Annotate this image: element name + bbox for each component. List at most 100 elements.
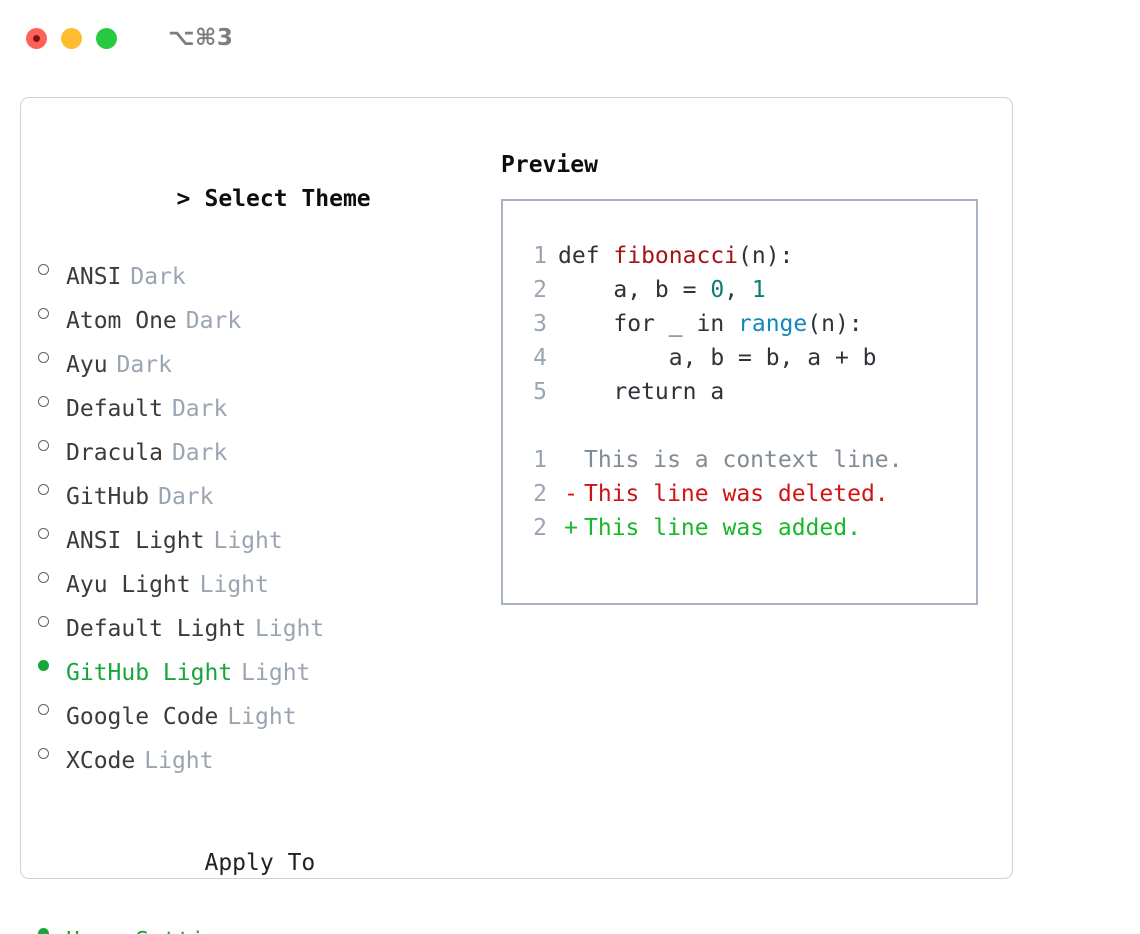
apply-to-title: Apply To [204, 850, 316, 876]
preview-gap [521, 409, 976, 443]
code-line-number: 2 [533, 277, 547, 303]
list-spacer [38, 778, 488, 812]
code-token-plain: a, b = b, a + b [558, 345, 877, 371]
theme-option-ayu-light[interactable]: Ayu Light Light [38, 558, 488, 602]
theme-option-label: Ayu [66, 352, 108, 378]
diff-marker: - [564, 481, 578, 507]
code-token-call: range [738, 311, 808, 337]
select-theme-heading: >Select Theme [38, 148, 488, 250]
theme-option-atom-one[interactable]: Atom One Dark [38, 294, 488, 338]
code-token-plain: return a [558, 379, 725, 405]
code-line: 2 a, b = 0, 1 [521, 273, 976, 307]
preview-heading: Preview [501, 152, 598, 178]
radio-unselected-icon [38, 294, 66, 328]
close-button-icon[interactable] [26, 27, 47, 49]
diff-marker [558, 443, 584, 477]
code-line-content: def fibonacci(n): [558, 239, 793, 273]
theme-option-variant: Light [199, 572, 269, 598]
code-token-plain: (n): [807, 311, 863, 337]
radio-unselected-icon [38, 470, 66, 504]
theme-option-xcode[interactable]: XCode Light [38, 734, 488, 778]
minimize-button-icon[interactable] [61, 27, 82, 49]
theme-option-variant: Light [241, 660, 311, 686]
theme-option-label: Google Code [66, 704, 219, 730]
diff-line-number: 1 [533, 447, 547, 473]
radio-unselected-icon [38, 734, 66, 768]
theme-option-label: Dracula [66, 440, 163, 466]
theme-option-variant: Light [213, 528, 283, 554]
radio-selected-icon [38, 646, 66, 680]
theme-option-label: Atom One [66, 308, 177, 334]
theme-option-google-code[interactable]: Google Code Light [38, 690, 488, 734]
code-line: 1 def fibonacci(n): [521, 239, 976, 273]
diff-line-number: 2 [533, 481, 547, 507]
radio-unselected-icon [38, 250, 66, 284]
diff-line-del: 2-This line was deleted. [521, 477, 976, 511]
theme-option-variant: Dark [171, 396, 228, 422]
code-line-content: a, b = b, a + b [558, 341, 877, 375]
code-line-content: a, b = 0, 1 [558, 273, 766, 307]
radio-unselected-icon [38, 602, 66, 636]
theme-option-label: ANSI [66, 264, 122, 290]
apply-to-option-label: User Settings [66, 924, 246, 934]
code-line-number: 5 [533, 379, 547, 405]
code-line-number: 1 [533, 243, 547, 269]
diff-line-add: 2 +This line was added. [521, 511, 976, 545]
title-bar: ⌥⌘3 [0, 0, 1140, 76]
code-token-num: 1 [751, 277, 766, 303]
theme-option-variant: Dark [158, 484, 214, 510]
theme-option-variant: Light [255, 616, 325, 642]
diff-marker: + [564, 515, 578, 541]
theme-option-label: GitHub Light [66, 660, 233, 686]
zoom-button-icon[interactable] [96, 27, 117, 49]
code-token-plain: (n): [738, 243, 794, 269]
theme-option-ansi[interactable]: ANSI Dark [38, 250, 488, 294]
code-token-plain: for _ in [558, 311, 739, 337]
radio-unselected-icon [38, 558, 66, 592]
theme-option-variant: Dark [130, 264, 186, 290]
code-line-number: 4 [533, 345, 547, 371]
apply-to-heading: Apply To [38, 812, 488, 914]
apply-to-list: User SettingsWorkspace Settings [38, 914, 488, 934]
radio-unselected-icon [38, 514, 66, 548]
theme-option-variant: Dark [171, 440, 228, 466]
code-token-fn: fibonacci [613, 243, 739, 269]
theme-option-github-light[interactable]: GitHub Light Light [38, 646, 488, 690]
radio-selected-icon [38, 914, 66, 934]
code-line-content: for _ in range(n): [558, 307, 863, 341]
diff-line-text: This is a context line. [584, 447, 903, 473]
code-line: 5 return a [521, 375, 976, 409]
code-line-number: 3 [533, 311, 547, 337]
radio-unselected-icon [38, 382, 66, 416]
theme-option-label: XCode [66, 748, 136, 774]
diff-sample: 1 This is a context line.2-This line was… [521, 443, 976, 545]
theme-option-dracula[interactable]: Dracula Dark [38, 426, 488, 470]
code-line: 3 for _ in range(n): [521, 307, 976, 341]
apply-to-option-user-settings[interactable]: User Settings [38, 914, 488, 934]
code-token-plain: , [724, 277, 752, 303]
theme-option-label: Ayu Light [66, 572, 191, 598]
theme-option-variant: Light [144, 748, 214, 774]
theme-option-variant: Light [227, 704, 297, 730]
keyboard-shortcut-label: ⌥⌘3 [168, 24, 234, 51]
diff-line-number: 2 [533, 515, 547, 541]
theme-option-variant: Dark [185, 308, 242, 334]
radio-unselected-icon [38, 426, 66, 460]
diff-line-text: This line was added. [584, 515, 861, 541]
code-token-plain: a, b = [558, 277, 711, 303]
radio-unselected-icon [38, 690, 66, 724]
code-token-num: 0 [710, 277, 725, 303]
diff-line-ctx: 1 This is a context line. [521, 443, 976, 477]
select-theme-title: Select Theme [204, 186, 371, 212]
